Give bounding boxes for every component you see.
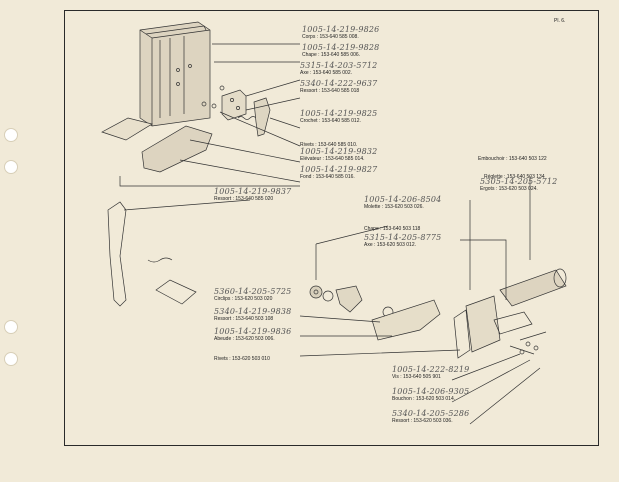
part-label: Rivets : 153-640 585 010. <box>300 142 358 148</box>
nato-stock-number: 5340-14-219-9838 <box>214 307 292 316</box>
nato-stock-number: 5340-14-222-9637 <box>300 79 378 88</box>
part-label: Embouchoir : 153-640 503 122 <box>478 156 547 162</box>
plate-number: Pl. 6. <box>554 18 566 24</box>
elevator-drawing <box>101 117 153 141</box>
nato-stock-number: 1005-14-219-9836 <box>214 327 292 336</box>
nato-stock-number: 5340-14-205-5286 <box>392 409 470 418</box>
spring-drawing <box>237 116 257 120</box>
part-label: Fond : 153-640 585 016. <box>300 174 355 180</box>
nato-stock-number: 1005-14-206-8504 <box>364 195 442 204</box>
part-label: Bouchon : 153-620 503 014. <box>392 396 456 402</box>
part-label: Ressort : 153-620 503 036. <box>392 418 453 424</box>
part-label: Réglette : 153-640 503 134 <box>484 174 545 180</box>
part-label: Chape : 153-640 585 006. <box>302 52 361 58</box>
barrel-drawing <box>453 268 567 359</box>
part-label: Axe : 153-620 503 012. <box>364 242 416 248</box>
part-label: Molette : 153-620 503 026. <box>364 204 424 210</box>
nato-stock-number: 1005-14-219-9826 <box>302 25 380 34</box>
part-label: Abeude : 153-620 503 006. <box>214 336 275 342</box>
nato-stock-number: 5315-14-203-5712 <box>300 61 378 70</box>
nato-stock-number: 5305-14-205-5712 <box>480 177 558 186</box>
part-label: Elévateur : 153-640 585 014. <box>300 156 365 162</box>
nato-stock-number: 1005-14-219-9827 <box>300 165 378 174</box>
part-label: Ressort : 153-640 585 020 <box>214 196 274 202</box>
nato-stock-number: 5315-14-205-8775 <box>364 233 442 242</box>
part-label: Vis : 153-640 505 901 <box>392 374 441 380</box>
nato-stock-number: 5360-14-205-5725 <box>214 287 292 296</box>
punch-hole <box>4 160 18 174</box>
nato-stock-number: 1005-14-206-9305 <box>392 387 470 396</box>
chape-drawing <box>221 89 247 121</box>
part-label: Chape : 153-640 503 118 <box>364 226 421 232</box>
magazine-body-drawing <box>139 21 211 127</box>
punch-hole <box>4 320 18 334</box>
plate-frame <box>64 10 599 446</box>
part-label: Ergots : 153-620 503 024. <box>480 186 538 192</box>
part-label: Ressort : 153-640 585 018 <box>300 88 360 94</box>
part-label: Corps : 153-640 585 008. <box>302 34 359 40</box>
punch-hole <box>4 128 18 142</box>
part-label: Ressort : 153-640 503 108 <box>214 316 274 322</box>
chape-small-drawing <box>335 285 363 313</box>
part-label: Rivets : 153-620 503 010 <box>214 356 270 362</box>
nato-stock-number: 1005-14-219-9832 <box>300 147 378 156</box>
axle-plate-drawing <box>371 299 441 341</box>
nato-stock-number: 1005-14-219-9825 <box>300 109 378 118</box>
nato-stock-number: 1005-14-219-9837 <box>214 187 292 196</box>
floor-plate-drawing <box>141 125 213 173</box>
crochet-drawing <box>253 97 271 137</box>
part-label: Crochet : 153-640 585 012. <box>300 118 361 124</box>
part-label: Circlips : 153-620 503 020 <box>214 296 273 302</box>
part-label: Axe : 153-640 585 002. <box>300 70 352 76</box>
punch-hole <box>4 352 18 366</box>
follower-spring-drawing <box>107 201 197 307</box>
nato-stock-number: 1005-14-219-9828 <box>302 43 380 52</box>
nato-stock-number: 1005-14-222-8219 <box>392 365 470 374</box>
molette-drawing <box>309 285 334 302</box>
